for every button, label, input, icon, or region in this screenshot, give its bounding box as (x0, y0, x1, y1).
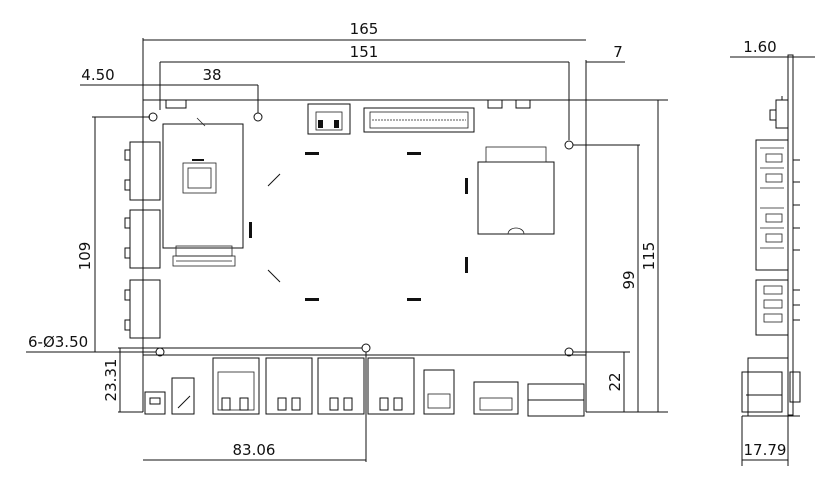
left-connectors (124, 141, 161, 339)
dim-hole-span-width: 151 (350, 43, 379, 61)
lan-port (212, 357, 260, 415)
side-board-edge (787, 54, 794, 416)
io-connectors (144, 357, 585, 417)
side-view: 1.60 (730, 38, 815, 466)
dim-hole-span-height: 109 (76, 242, 94, 271)
mounting-hole (361, 343, 371, 353)
dim-side-thickness: 1.60 (743, 38, 776, 56)
storage-slot (477, 161, 555, 235)
board-connector (363, 107, 475, 133)
dim-right-offset: 7 (613, 43, 623, 61)
mounting-hole (148, 112, 158, 122)
cpu-module (162, 123, 244, 249)
dim-side-depth: 17.79 (744, 441, 787, 459)
top-view: 165 151 7 4.50 38 115 99 22 109 (26, 20, 668, 462)
dim-bottom-hole-span: 83.06 (233, 441, 276, 459)
dim-bottom-offset-left: 23.31 (102, 359, 120, 402)
board-outline (142, 99, 587, 356)
lan-port (317, 357, 365, 415)
dim-left-offset: 4.50 (81, 66, 114, 84)
dim-inner-height: 99 (620, 270, 638, 289)
lan-port (367, 357, 415, 415)
sim-slot (307, 103, 351, 135)
usb-port (423, 369, 455, 415)
mounting-hole (253, 112, 263, 122)
dim-bottom-offset-right: 22 (606, 372, 624, 391)
cpu-chip (182, 162, 217, 194)
dim-overall-height: 115 (640, 242, 658, 271)
lan-port (265, 357, 313, 415)
hdmi-port (473, 381, 519, 415)
dim-module-width: 38 (202, 66, 221, 84)
mounting-hole (564, 140, 574, 150)
dim-overall-width: 165 (350, 20, 379, 38)
dim-hole-spec: 6-Ø3.50 (28, 333, 88, 351)
